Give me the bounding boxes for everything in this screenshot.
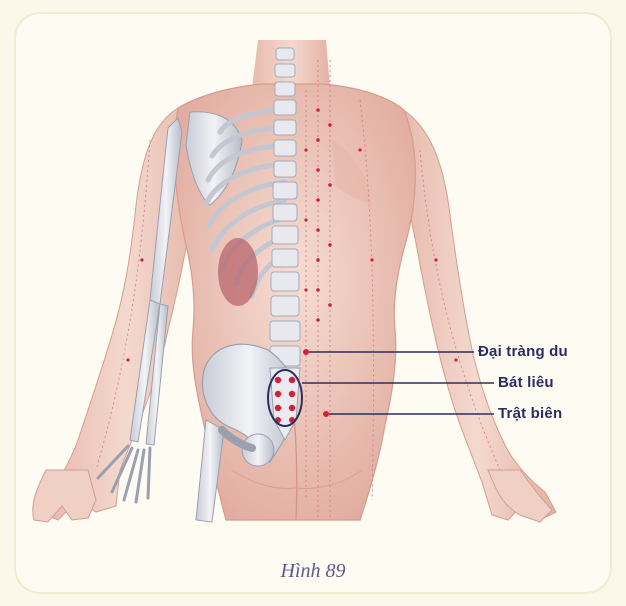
label-trat-bien: Trật biên — [498, 405, 562, 422]
label-bat-lieu: Bát liêu — [498, 374, 554, 391]
label-dai-trang-du: Đại tràng du — [478, 343, 568, 360]
trat-bien-point — [323, 411, 329, 417]
dai-trang-du-point — [303, 349, 309, 355]
figure-caption: Hình 89 — [0, 560, 626, 583]
